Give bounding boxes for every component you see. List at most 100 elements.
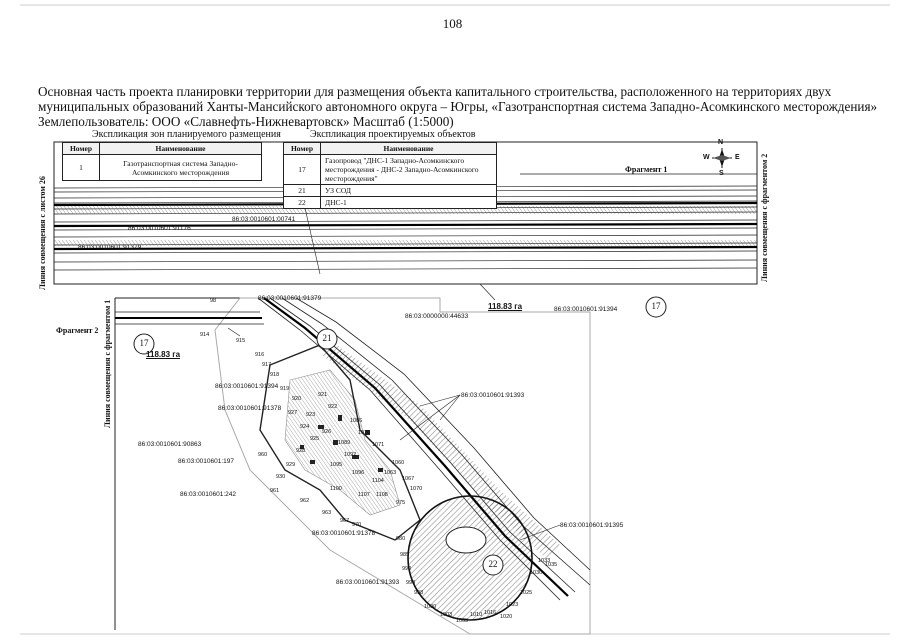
- document-header: Основная часть проекта планировки террит…: [38, 84, 878, 129]
- area-label: 118.83 га: [146, 350, 181, 359]
- point-number: 1107: [358, 492, 370, 498]
- objects-row-name: УЗ СОД: [320, 184, 497, 197]
- parcel-label: 86:03:0010601:91395: [560, 522, 624, 529]
- point-number: 1108: [376, 492, 388, 498]
- point-number: 920: [292, 396, 302, 402]
- point-number: 1100: [330, 486, 342, 492]
- point-number: 1070: [410, 486, 423, 492]
- parcel-label: 86:03:0000000:44633: [405, 313, 469, 320]
- point-number: 919: [280, 386, 290, 392]
- point-number: 1086: [350, 418, 363, 424]
- page-number: 108: [442, 16, 463, 31]
- objects-table-caption: Экспликация проектируемых объектов: [310, 129, 476, 140]
- point-number: 927: [288, 410, 298, 416]
- callout-22: 22: [488, 559, 498, 569]
- point-number: 929: [286, 462, 296, 468]
- callout-17: 17: [139, 338, 149, 348]
- compass-south-label: S: [719, 170, 724, 177]
- zones-table-caption: Экспликация зон планируемого размещения: [92, 129, 281, 140]
- point-number: 917: [262, 362, 272, 368]
- parcel-label: 86:03:0010601:91379: [78, 244, 142, 251]
- point-number: 914: [200, 332, 210, 338]
- point-number: 1104: [372, 478, 384, 484]
- point-number: 1063: [384, 470, 397, 476]
- callout-21: 21: [322, 333, 332, 343]
- point-number: 985: [400, 552, 410, 558]
- point-number: 1030: [530, 570, 543, 576]
- side-label-fragment-2: Линия совмещения с фрагментом 2: [760, 153, 769, 282]
- objects-header-number: Номер: [283, 142, 321, 155]
- parcel-label: 86:03:0010601:00741: [232, 216, 296, 223]
- point-number: 963: [322, 510, 332, 516]
- point-number: 1035: [545, 562, 558, 568]
- point-number: 1020: [500, 614, 513, 620]
- point-number: 1089: [338, 440, 351, 446]
- zones-table: Номер Наименование 1 Газотранспортная си…: [62, 142, 262, 181]
- point-number: 960: [258, 452, 268, 458]
- fragment-2-label: Фрагмент 2: [56, 326, 99, 335]
- point-number: 915: [236, 338, 246, 344]
- point-number: 1003: [440, 612, 453, 618]
- point-number: 1016: [484, 610, 497, 616]
- objects-row-name: ДНС-1: [320, 196, 497, 209]
- point-number: 1060: [392, 460, 405, 466]
- parcel-label: 86:03:0010601:91378: [312, 530, 376, 537]
- point-number: 926: [322, 429, 332, 435]
- callout-circles: [133, 296, 667, 576]
- point-number: 1096: [352, 470, 365, 476]
- callout-17: 17: [651, 301, 661, 311]
- parcel-label: 86:03:0010601:90863: [138, 441, 202, 448]
- parcel-label: 86:03:0010601:91176: [128, 225, 191, 232]
- objects-row-number: 17: [283, 154, 321, 185]
- point-number: 975: [396, 500, 406, 506]
- point-number: 1005: [456, 618, 469, 624]
- objects-row-number: 22: [283, 196, 321, 209]
- point-number: 993: [406, 580, 416, 586]
- parcel-label: 86:03:0010601:91394: [215, 383, 279, 390]
- point-number: 925: [310, 436, 320, 442]
- area-label: 118.83 га: [488, 302, 523, 311]
- fragment-2-frame: [114, 297, 591, 635]
- point-number: 961: [270, 488, 280, 494]
- point-number: 928: [296, 448, 306, 454]
- point-number: 967: [340, 518, 350, 524]
- point-number: 924: [300, 424, 310, 430]
- point-number: 923: [306, 412, 316, 418]
- parcel-label: 86:03:0010601:91394: [554, 306, 618, 313]
- point-number: 98: [210, 298, 217, 304]
- point-number: 1000: [424, 604, 437, 610]
- point-number: 980: [396, 536, 406, 542]
- side-label-fragment-1: Линия совмещения с фрагментом 1: [103, 299, 112, 428]
- parcel-label: 86:03:0010601:242: [180, 491, 237, 498]
- compass-icon: [712, 148, 732, 168]
- point-number: 930: [276, 474, 286, 480]
- point-number: 921: [318, 392, 328, 398]
- point-number: 1092: [344, 452, 357, 458]
- zones-header-number: Номер: [62, 142, 100, 155]
- point-number: 916: [255, 352, 265, 358]
- parcel-label: 86:03:0010601:91393: [461, 392, 525, 399]
- point-number: 1071: [372, 442, 385, 448]
- compass-north-label: N: [718, 139, 724, 146]
- point-number: 1076: [358, 430, 371, 436]
- objects-table: Номер Наименование 17 Газопровод "ДНС-1 …: [283, 142, 497, 209]
- point-number: 962: [300, 498, 310, 504]
- parcel-label: 86:03:0010601:91378: [218, 405, 282, 412]
- objects-row-number: 21: [283, 184, 321, 197]
- compass-east-label: E: [735, 154, 740, 161]
- point-number: 922: [328, 404, 338, 410]
- objects-header-name: Наименование: [320, 142, 497, 155]
- zones-row-number: 1: [62, 154, 100, 181]
- point-number: 1023: [506, 602, 519, 608]
- point-number: 970: [352, 522, 362, 528]
- point-number: 1095: [330, 462, 343, 468]
- zones-header-name: Наименование: [99, 142, 262, 155]
- point-number: 998: [414, 590, 424, 596]
- point-number: 990: [402, 566, 412, 572]
- parcel-label: 86:03:0010601:91393: [336, 579, 400, 586]
- point-number: 1033: [538, 558, 551, 564]
- point-number: 918: [270, 372, 280, 378]
- point-number: 1010: [470, 612, 483, 618]
- side-label-sheet-26: Линия совмещения с листом 26: [38, 176, 47, 290]
